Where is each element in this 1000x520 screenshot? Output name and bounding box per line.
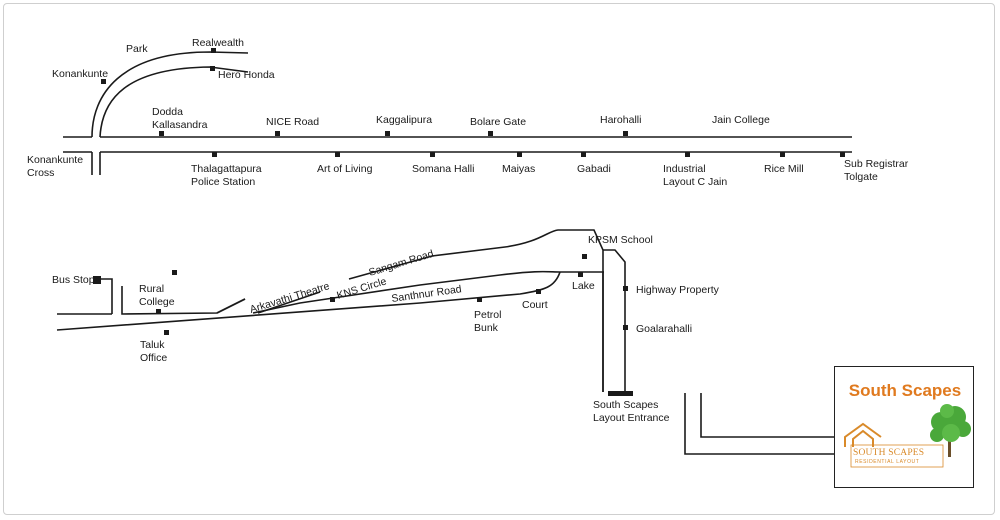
house-icon — [844, 422, 882, 447]
marker-industrial-layout — [685, 152, 690, 157]
marker-kns-circle — [330, 297, 335, 302]
marker-goalarahalli — [623, 325, 628, 330]
marker-kpsm-school — [582, 254, 587, 259]
logo-name: SOUTH SCAPES — [853, 448, 925, 458]
top-road — [63, 51, 852, 175]
label-industrial-line1: Industrial — [663, 163, 706, 175]
label-rural-college-line2: College — [139, 296, 175, 308]
marker-highway-property — [623, 286, 628, 291]
label-realwealth: Realwealth — [192, 37, 244, 49]
marker-rural-college-dot — [172, 270, 177, 275]
logo-frame — [850, 444, 944, 468]
label-petrol-line1: Petrol — [474, 309, 501, 321]
label-lake: Lake — [572, 280, 595, 292]
label-maiyas: Maiyas — [502, 163, 535, 175]
label-kaggalipura: Kaggalipura — [376, 114, 432, 126]
marker-realwealth — [211, 48, 216, 53]
label-entrance-line2: Layout Entrance — [593, 412, 670, 424]
marker-konankunte — [101, 79, 106, 84]
brand-box: South Scapes SOUTH SCAPES RESIDENTIAL LA… — [834, 366, 974, 488]
marker-bus-stop — [93, 276, 101, 284]
label-thalagattapura-line2: Police Station — [191, 176, 255, 188]
label-rural-college-line1: Rural — [139, 283, 164, 295]
label-court: Court — [522, 299, 548, 311]
label-jain-college: Jain College — [712, 114, 770, 126]
label-rice-mill: Rice Mill — [764, 163, 804, 175]
label-harohalli: Harohalli — [600, 114, 641, 126]
label-highway-property: Highway Property — [636, 284, 720, 296]
marker-bolare-gate — [488, 131, 493, 136]
label-konankunte: Konankunte — [52, 68, 108, 80]
marker-hero-honda — [210, 66, 215, 71]
top-labels: Park Realwealth Konankunte Hero Honda Do… — [27, 37, 909, 188]
label-gabadi: Gabadi — [577, 163, 611, 175]
brand-logo — [844, 404, 971, 468]
marker-rice-mill — [780, 152, 785, 157]
label-thalagattapura-line1: Thalagattapura — [191, 163, 262, 175]
bottom-markers — [93, 254, 633, 396]
label-entrance-line1: South Scapes — [593, 399, 658, 411]
marker-gabadi — [581, 152, 586, 157]
label-sub-registrar-line2: Tolgate — [844, 171, 878, 183]
label-taluk-line2: Office — [140, 352, 167, 364]
label-park: Park — [126, 43, 148, 55]
label-bus-stop: Bus Stop — [52, 274, 95, 286]
label-goalarahalli: Goalarahalli — [636, 323, 692, 335]
brand-title: South Scapes — [848, 381, 962, 400]
marker-thalagattapura — [212, 152, 217, 157]
label-taluk-line1: Taluk — [140, 339, 165, 351]
marker-art-of-living — [335, 152, 340, 157]
label-nice-road: NICE Road — [266, 116, 319, 128]
logo-tagline: RESIDENTIAL LAYOUT — [855, 459, 920, 465]
label-dodda-line1: Dodda — [152, 106, 183, 118]
top-markers — [101, 48, 845, 157]
map-frame — [3, 3, 995, 515]
label-bolare-gate: Bolare Gate — [470, 116, 526, 128]
marker-dodda-kallasandra — [159, 131, 164, 136]
bottom-road — [56, 229, 834, 455]
label-art-of-living: Art of Living — [317, 163, 373, 175]
marker-somana-halli — [430, 152, 435, 157]
marker-kaggalipura — [385, 131, 390, 136]
label-petrol-line2: Bunk — [474, 322, 499, 334]
label-somana-halli: Somana Halli — [412, 163, 474, 175]
label-dodda-line2: Kallasandra — [152, 119, 208, 131]
marker-rural-college — [156, 309, 161, 314]
label-kns-circle: KNS Circle — [335, 275, 388, 302]
marker-petrol-bunk — [477, 297, 482, 302]
marker-court — [536, 289, 541, 294]
marker-lake — [578, 272, 583, 277]
marker-taluk-office — [164, 330, 169, 335]
tree-icon — [930, 404, 971, 457]
marker-layout-entrance — [608, 391, 633, 396]
label-industrial-line2: Layout C Jain — [663, 176, 727, 188]
label-hero-honda: Hero Honda — [218, 69, 275, 81]
marker-maiyas — [517, 152, 522, 157]
marker-sub-registrar — [840, 152, 845, 157]
label-sub-registrar-line1: Sub Registrar — [844, 158, 909, 170]
marker-harohalli — [623, 131, 628, 136]
label-konankunte-cross-line2: Cross — [27, 167, 54, 179]
label-kpsm-school: KPSM School — [588, 234, 653, 246]
label-konankunte-cross-line1: Konankunte — [27, 154, 83, 166]
marker-nice-road — [275, 131, 280, 136]
label-sangam-road: Sangam Road — [367, 248, 435, 279]
